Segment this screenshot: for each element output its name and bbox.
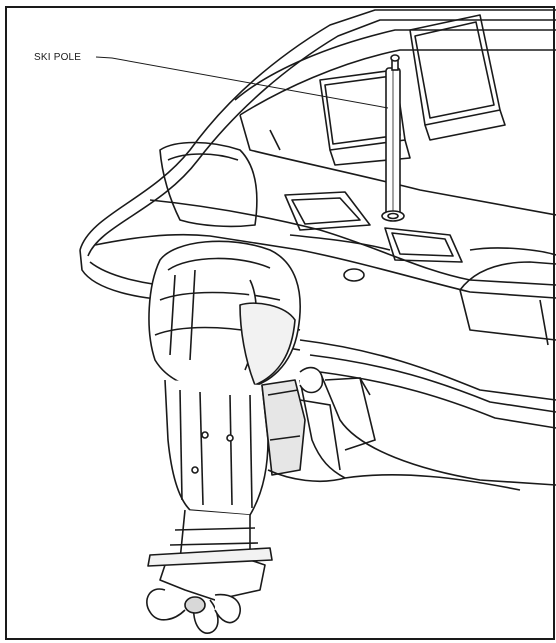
- hull-lower: [267, 377, 376, 483]
- outboard-motor: [146, 240, 324, 634]
- callout-label-ski-pole: SKI POLE: [34, 52, 82, 63]
- boat-hull: [79, 9, 556, 491]
- leader-line: [95, 56, 389, 109]
- page-border: [5, 6, 555, 640]
- ski-pole: [381, 54, 405, 222]
